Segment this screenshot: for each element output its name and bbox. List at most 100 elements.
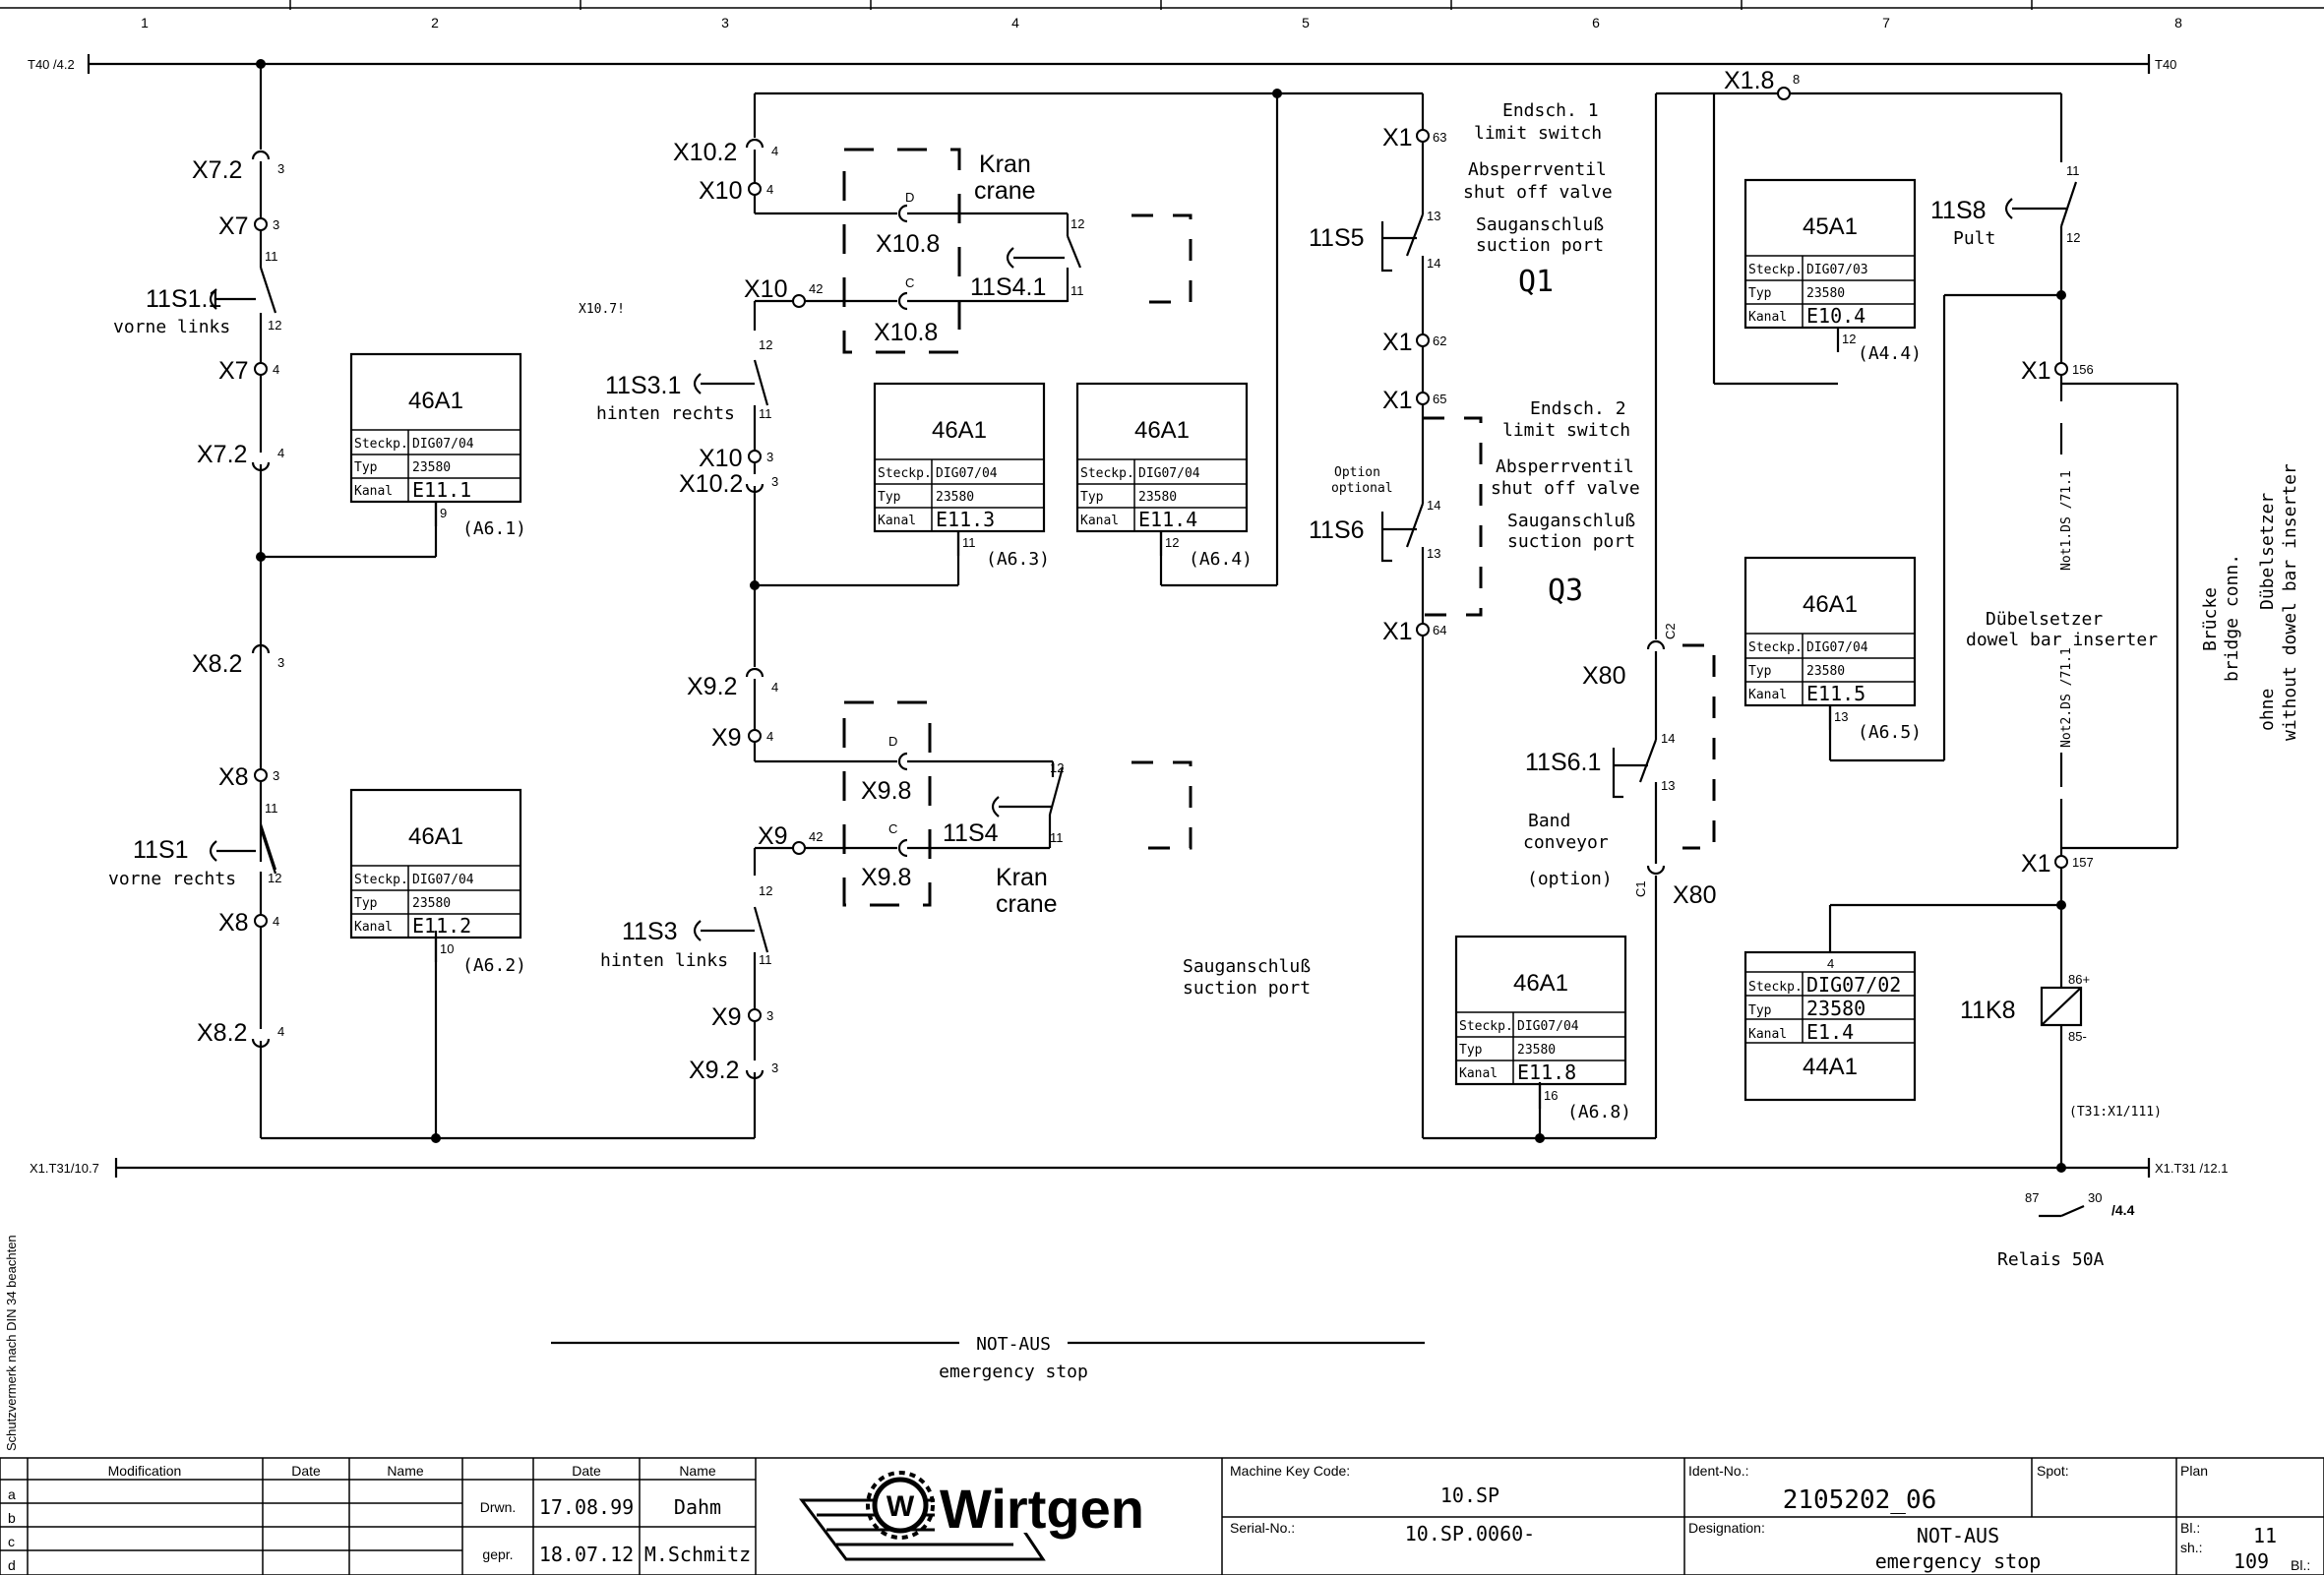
grid-col-1: 1: [141, 15, 149, 30]
module-pin: 13: [1834, 709, 1848, 724]
x1-156-label: X1: [2021, 357, 2051, 385]
x9-8-c-label: X9.8: [861, 864, 911, 891]
row-a: a: [8, 1486, 16, 1502]
x1-65-pin: 65: [1433, 392, 1446, 406]
notds1-label: Not1.DS /71.1: [2059, 470, 2074, 571]
tb-modification-header: Modification: [108, 1463, 182, 1479]
x1-63-label: X1: [1382, 124, 1413, 151]
s11s4-1-pin1: 12: [1070, 216, 1084, 231]
s11s6-pin1: 14: [1427, 498, 1440, 513]
x9-2-top-pin: 4: [771, 680, 778, 695]
module-wires: [434, 503, 1542, 1138]
x9-a-pin: 4: [766, 729, 773, 744]
module-field-steckp: DIG07/04: [1138, 466, 1200, 481]
module-field-typ: 23580: [1806, 286, 1845, 301]
module-name: 46A1: [408, 388, 463, 414]
tb-gepr-date: 18.07.12: [539, 1543, 634, 1566]
bruecke-b: bridge conn.: [2222, 554, 2242, 682]
x1-62-label: X1: [1382, 329, 1413, 356]
x80-top-pin: C2: [1663, 623, 1678, 639]
module-field-steckp-label: Steckp.: [354, 437, 408, 452]
s11s6-pin2: 13: [1427, 546, 1440, 561]
s11s4-label: 11S4: [943, 819, 999, 847]
relay-contact-ref: /4.4: [2111, 1202, 2135, 1218]
grid-col-3: 3: [721, 15, 729, 30]
relay-ref: (T31:X1/111): [2069, 1105, 2162, 1120]
kran-1: Kran: [979, 151, 1031, 178]
x8-b-label: X8: [218, 909, 249, 937]
x10-2-bot-pin: 3: [771, 474, 778, 489]
module-field-steckp: DIG07/04: [412, 437, 474, 452]
band-a: Band: [1528, 811, 1570, 831]
relay-contact2: 30: [2088, 1190, 2102, 1205]
module-ref: (A6.3): [986, 549, 1050, 570]
module-field-kanal: E11.3: [936, 508, 995, 531]
s11s1-1-pin2: 12: [268, 318, 281, 333]
row-b: b: [8, 1510, 16, 1526]
module-field-steckp-label: Steckp.: [878, 466, 932, 481]
s11s3-1-pin2: 11: [759, 406, 772, 421]
s11s1-pin1: 11: [265, 801, 278, 816]
module-field-steckp: DIG07/04: [1517, 1019, 1579, 1034]
tb-gepr-name: M.Schmitz: [644, 1543, 751, 1566]
s11s3-1-desc: hinten rechts: [596, 403, 735, 424]
tb-name-header: Name: [387, 1463, 424, 1479]
endsch1-a: Endsch. 1: [1502, 100, 1599, 121]
dub-a: Dübelsetzer: [1986, 609, 2103, 630]
x8-2-top-label: X8.2: [192, 650, 242, 678]
s11s1-1-label: 11S1.1: [146, 285, 221, 313]
x80-top-label: X80: [1582, 662, 1625, 690]
bruecke-a: Brücke: [2200, 587, 2221, 651]
x9-c-label: X9: [711, 1003, 742, 1031]
x10-8-c-label: X10.8: [874, 319, 938, 346]
x9-a-label: X9: [711, 724, 742, 752]
s11s8-label: 11S8: [1930, 197, 1987, 224]
s11s5-label: 11S5: [1309, 224, 1365, 252]
crane-1: crane: [974, 177, 1036, 205]
tb-col-date: Date: [572, 1463, 601, 1479]
saug2-a: Sauganschluß: [1507, 511, 1635, 531]
relay-label: 11K8: [1960, 997, 2016, 1024]
relay-pin1: 86+: [2068, 972, 2090, 987]
x1-62-pin: 62: [1433, 333, 1446, 348]
x10-b-label: X10: [744, 275, 787, 303]
module-field-steckp: DIG07/04: [1806, 640, 1868, 655]
module-field-typ-label: Typ: [878, 490, 901, 505]
row-d: d: [8, 1557, 16, 1573]
logo-text: Wirtgen: [940, 1478, 1144, 1540]
s11s1-1-pin1: 11: [265, 249, 278, 264]
module-field-typ: 23580: [1517, 1043, 1556, 1058]
title-block: a b c d Modification Date Name Date Name…: [0, 1457, 2324, 1575]
saug3-a: Sauganschluß: [1183, 956, 1311, 977]
saug3-b: suction port: [1183, 978, 1311, 999]
x9-c-pin: 3: [766, 1008, 773, 1023]
module-pin: 9: [440, 506, 447, 520]
saug1-a: Sauganschluß: [1476, 214, 1604, 235]
grid-col-4: 4: [1011, 15, 1019, 30]
x8-2-top-pin: 3: [277, 655, 284, 670]
module-field-kanal-label: Kanal: [1080, 514, 1119, 528]
relay-desc: Relais 50A: [1997, 1249, 2105, 1270]
module-field-steckp: DIG07/03: [1806, 263, 1868, 277]
x1-8-label: X1.8: [1724, 67, 1774, 94]
s11s6-1-pin1: 14: [1661, 731, 1675, 746]
wirtgen-logo: W Wirtgen: [799, 1471, 1171, 1561]
x9-2-bot-pin: 3: [771, 1060, 778, 1075]
stray-note: X10.7!: [579, 302, 625, 317]
s11s3-label: 11S3: [622, 918, 678, 945]
tb-drwn-label: Drwn.: [480, 1499, 517, 1515]
crane-2: crane: [996, 890, 1058, 918]
option-b: optional: [1331, 481, 1393, 496]
q1-label: Q1: [1518, 265, 1554, 299]
x9-8-c-letter: C: [888, 821, 897, 836]
x7-a-pin: 3: [273, 217, 279, 232]
module-field-typ: 23580: [1138, 490, 1177, 505]
s11s1-pin2: 12: [268, 871, 281, 885]
tb-serial: 10.SP.0060-: [1405, 1522, 1535, 1545]
module-field-kanal: E11.1: [412, 478, 471, 502]
x1-65-label: X1: [1382, 387, 1413, 414]
module-field-kanal-label: Kanal: [1459, 1066, 1498, 1081]
tb-drwn-name: Dahm: [674, 1495, 721, 1519]
